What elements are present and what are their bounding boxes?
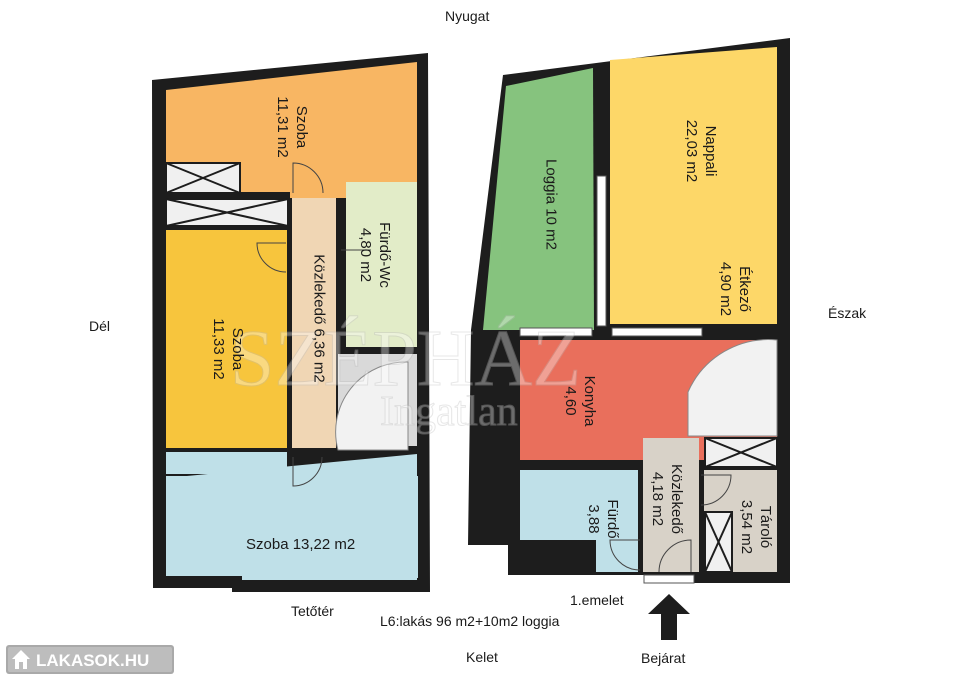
window-etkezo	[611, 327, 703, 337]
stair-curve	[335, 361, 409, 451]
house-icon	[12, 650, 30, 669]
compass-north: Észak	[828, 305, 867, 321]
room-szoba-top	[166, 62, 417, 198]
compass-south: Dél	[89, 318, 111, 334]
floor-right	[468, 38, 790, 584]
kozlekedo-ext	[292, 352, 334, 448]
corridor-strip	[166, 452, 287, 474]
plan-caption: L6:lakás 96 m2+10m2 loggia	[380, 613, 560, 629]
room-furdo-wc	[346, 182, 417, 347]
door-entrance	[643, 574, 695, 584]
floor-left	[152, 53, 430, 592]
stairs-right	[687, 339, 778, 437]
svg-text:Ingatlan: Ingatlan	[380, 389, 518, 435]
floor-label-right: 1.emelet	[570, 592, 624, 608]
room-nappali	[610, 47, 777, 324]
compass-east: Kelet	[466, 649, 498, 665]
room-kozlekedo-low	[643, 438, 699, 572]
label-szoba-bottom: Szoba 13,22 m2	[246, 536, 356, 553]
window-loggia	[596, 175, 607, 327]
floor-label-left: Tetőtér	[291, 603, 334, 619]
lakasok-logo[interactable]: LAKASOK.HU	[6, 645, 174, 674]
svg-text:SZÉPHÁZ: SZÉPHÁZ	[230, 315, 581, 403]
watermark: SZÉPHÁZ Ingatlan	[230, 315, 582, 436]
compass-west: Nyugat	[445, 8, 490, 24]
svg-text:LAKASOK.HU: LAKASOK.HU	[36, 651, 149, 670]
room-loggia	[483, 68, 594, 330]
room-furdo	[520, 470, 638, 572]
room-szoba-mid	[166, 230, 287, 448]
entrance-label: Bejárat	[641, 650, 686, 666]
label-kozlekedo-top: Közlekedő 6,36 m2	[310, 254, 328, 383]
entrance-arrow-icon	[648, 594, 690, 640]
label-loggia: Loggia 10 m2	[542, 159, 560, 250]
window-konyha	[519, 327, 593, 337]
